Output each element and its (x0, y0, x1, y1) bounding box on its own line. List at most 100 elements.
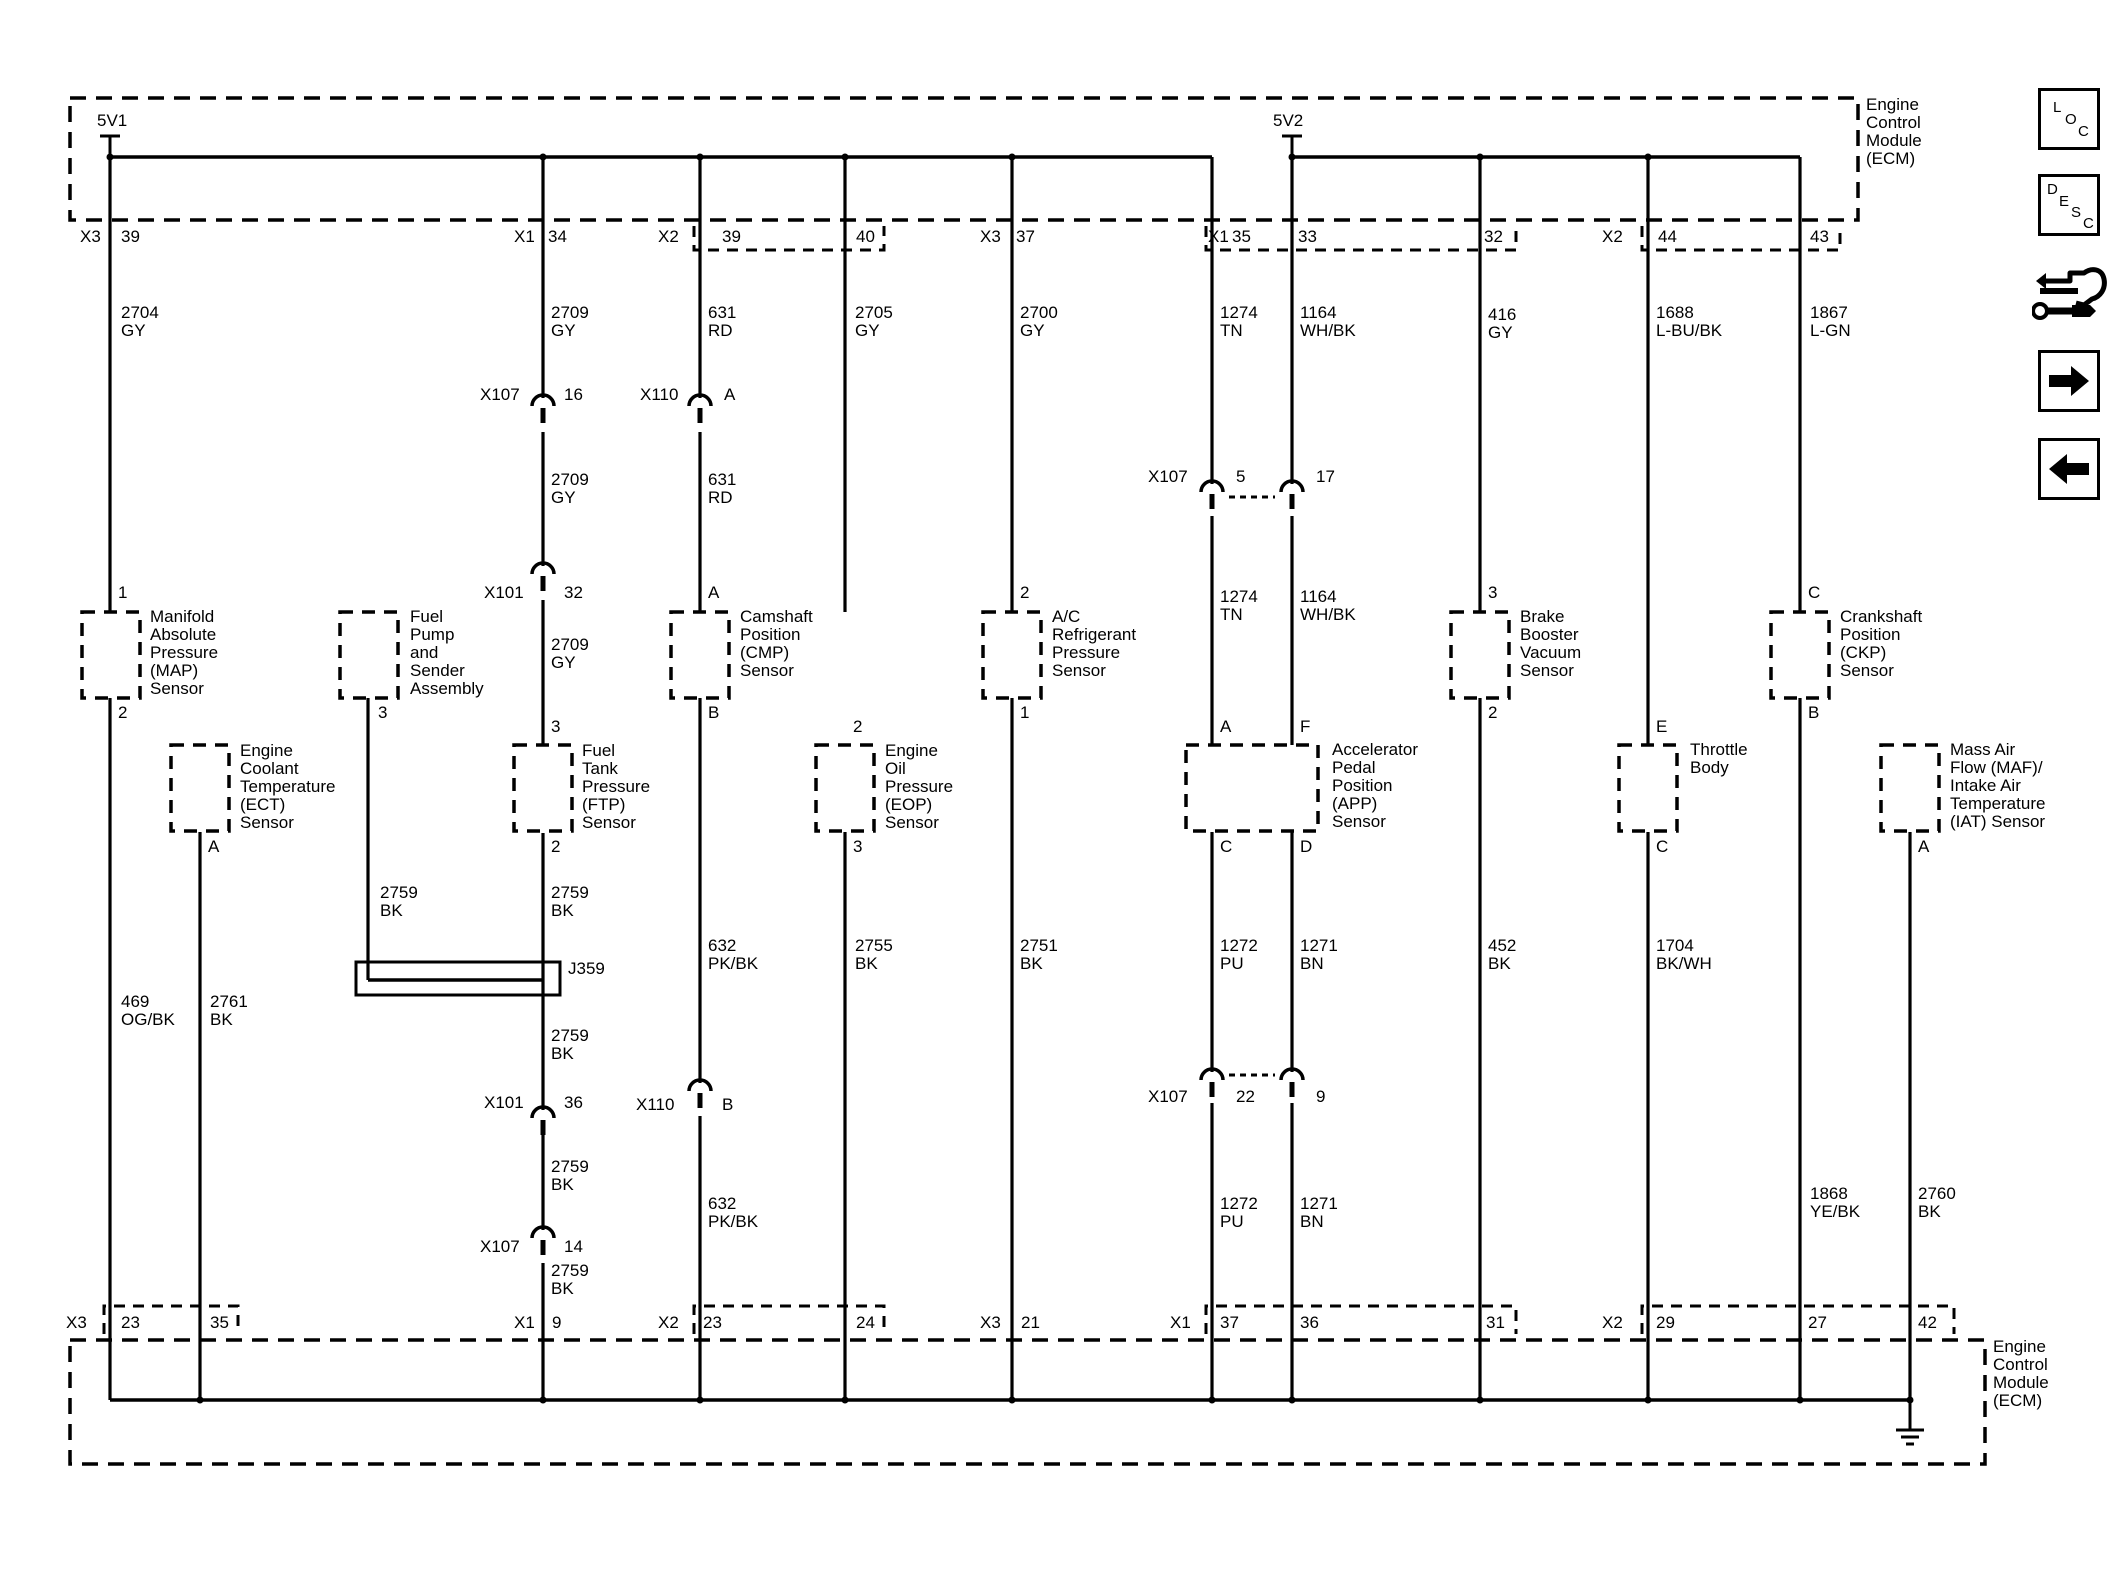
inline-x107-17-pin (1289, 494, 1295, 509)
bottom-conn-2: X1 (514, 1313, 535, 1332)
component-8-name-1: Oil (885, 759, 906, 778)
ecm-top-outline (68, 96, 1860, 222)
bottom-pin-9: 29 (1656, 1313, 1675, 1332)
component-box-9 (1184, 743, 1320, 833)
component-5-name-3: Sensor (1840, 661, 1894, 680)
bottom-pin-1: 35 (210, 1313, 229, 1332)
component-4-pin-0: 3 (1488, 583, 1497, 602)
ecm-label-bottom-1: Control (1993, 1355, 2048, 1374)
component-box-10 (1617, 743, 1679, 833)
wire-color-24: OG/BK (121, 1010, 176, 1029)
component-11-name-0: Mass Air (1950, 740, 2016, 759)
component-box-4 (1449, 610, 1511, 700)
wire-circuit-31: 1271 (1300, 1194, 1338, 1213)
top-conn-4: X3 (980, 227, 1001, 246)
wire-color-14: WH/BK (1300, 605, 1356, 624)
component-1-name-0: Fuel (410, 607, 443, 626)
component-7-pin-1: 2 (551, 837, 560, 856)
component-0-pin-0: 1 (118, 583, 127, 602)
component-6-name-4: Sensor (240, 813, 294, 832)
wire-color-8: L-BU/BK (1656, 321, 1723, 340)
wire-circuit-6: 1164 (1300, 303, 1337, 322)
inline-x101-32-pin (540, 576, 546, 591)
wire-color-9: L-GN (1810, 321, 1851, 340)
wire-color-19: BK (1020, 954, 1043, 973)
inline-pin-2: 5 (1236, 467, 1245, 486)
component-6-name-1: Coolant (240, 759, 299, 778)
component-2-name-3: Sensor (740, 661, 794, 680)
component-4-name-3: Sensor (1520, 661, 1574, 680)
inline-pin-9: 14 (564, 1237, 583, 1256)
top-pin-8: 44 (1658, 227, 1677, 246)
inline-x107-14-pin (540, 1240, 546, 1255)
ecm-label-bottom-2: Module (1993, 1373, 2049, 1392)
inline-pin-7: 22 (1236, 1087, 1255, 1106)
component-4-name-0: Brake (1520, 607, 1564, 626)
bottom-conn-0: X3 (66, 1313, 87, 1332)
wire-circuit-3: 2705 (855, 303, 893, 322)
wire-circuit-32: 1868 (1810, 1184, 1848, 1203)
component-3-name-3: Sensor (1052, 661, 1106, 680)
wire-color-33: BK (1918, 1202, 1941, 1221)
wire-circuit-30: 1272 (1220, 1194, 1258, 1213)
inline-x107-5-pin (1209, 494, 1215, 509)
component-7-name-2: Pressure (582, 777, 650, 796)
component-5-name-0: Crankshaft (1840, 607, 1922, 626)
top-pin-7: 32 (1484, 227, 1503, 246)
top-pin-2: 39 (722, 227, 741, 246)
inline-pin-1: A (724, 385, 736, 404)
component-3-pin-0: 2 (1020, 583, 1029, 602)
wire-circuit-12: 2709 (551, 635, 589, 654)
inline-x110-a-pin (697, 408, 703, 423)
component-4-name-1: Booster (1520, 625, 1579, 644)
bottom-pin-6: 37 (1220, 1313, 1239, 1332)
connector-tool-button[interactable] (2031, 253, 2108, 331)
wire-color-18: BK (855, 954, 878, 973)
wire-circuit-20: 1272 (1220, 936, 1258, 955)
component-5-pin-1: B (1808, 703, 1819, 722)
component-11-name-2: Intake Air (1950, 776, 2021, 795)
top-pin-3: 40 (856, 227, 875, 246)
previous-page-button[interactable] (2038, 438, 2100, 500)
inline-x107-5-socket (1199, 479, 1225, 493)
wire-circuit-17: 632 (708, 936, 736, 955)
location-button[interactable]: L O C (2038, 88, 2100, 150)
component-1-name-3: Sender (410, 661, 465, 680)
top-conn-0: X3 (80, 227, 101, 246)
component-3-name-0: A/C (1052, 607, 1080, 626)
component-9-pin-2: C (1220, 837, 1232, 856)
component-0-name-2: Pressure (150, 643, 218, 662)
wire-color-27: BK (551, 1175, 574, 1194)
top-pin-5: 35 (1232, 227, 1251, 246)
component-1-name-1: Pump (410, 625, 454, 644)
component-9-name-4: Sensor (1332, 812, 1386, 831)
inline-x107-9-pin (1289, 1082, 1295, 1097)
component-9-pin-3: D (1300, 837, 1312, 856)
desc-letter-s: S (2071, 204, 2082, 221)
component-4-name-2: Vacuum (1520, 643, 1581, 662)
inline-x107-14-socket (530, 1225, 556, 1239)
inline-conn-9: X107 (480, 1237, 520, 1256)
component-9-pin-0: A (1220, 717, 1232, 736)
description-button[interactable]: D E S C (2038, 174, 2100, 236)
bottom-conn-9: X2 (1602, 1313, 1623, 1332)
wire-circuit-29: 632 (708, 1194, 736, 1213)
wire-color-23: BK/WH (1656, 954, 1712, 973)
component-8-name-2: Pressure (885, 777, 953, 796)
next-page-button[interactable] (2038, 350, 2100, 412)
inline-conn-4: X101 (484, 583, 524, 602)
component-box-2 (669, 610, 731, 700)
wire-color-16: BK (551, 901, 574, 920)
wire-color-20: PU (1220, 954, 1244, 973)
component-2-pin-0: A (708, 583, 720, 602)
component-box-3 (981, 610, 1043, 700)
top-pin-1: 34 (548, 227, 567, 246)
component-box-1 (338, 610, 400, 700)
x2b-top-group (1640, 226, 1842, 252)
component-5-name-1: Position (1840, 625, 1900, 644)
inline-pin-5: 36 (564, 1093, 583, 1112)
wire-circuit-28: 2759 (551, 1261, 589, 1280)
inline-conn-7: X107 (1148, 1087, 1188, 1106)
component-1-name-4: Assembly (410, 679, 484, 698)
component-9-name-3: (APP) (1332, 794, 1377, 813)
